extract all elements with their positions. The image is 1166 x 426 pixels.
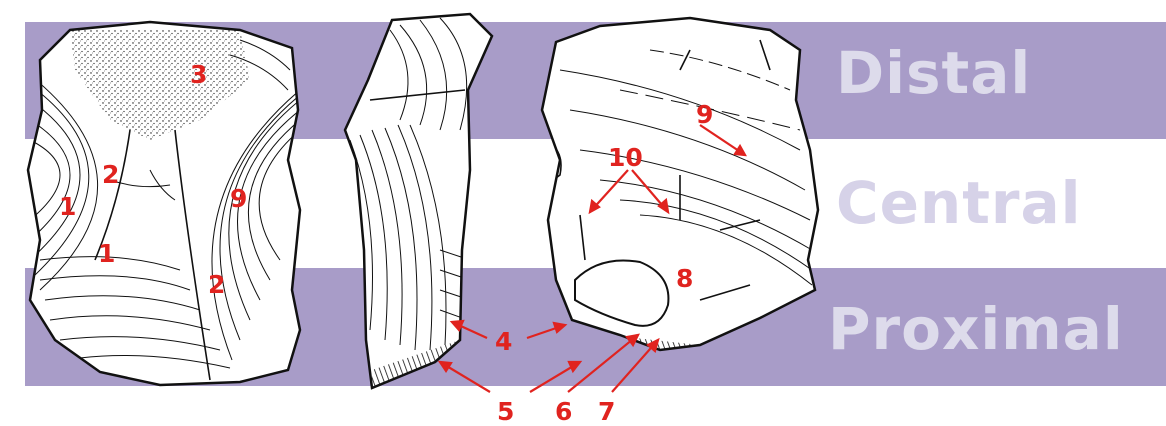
label-2-lower: 2 (208, 270, 225, 299)
label-9-left: 9 (230, 184, 247, 213)
label-8: 8 (676, 264, 693, 293)
zone-label-distal: Distal (836, 44, 1031, 102)
label-3: 3 (190, 60, 207, 89)
zone-label-proximal: Proximal (828, 300, 1124, 358)
label-7: 7 (598, 397, 615, 426)
label-10: 10 (608, 143, 643, 172)
label-6: 6 (555, 397, 572, 426)
lateral-view (345, 14, 492, 388)
zone-label-central: Central (836, 174, 1082, 232)
label-4: 4 (495, 327, 512, 356)
label-9-right: 9 (696, 100, 713, 129)
label-2-upper: 2 (102, 160, 119, 189)
ventral-view (542, 18, 818, 355)
label-1-upper: 1 (59, 192, 76, 221)
label-5: 5 (497, 397, 514, 426)
label-1-lower: 1 (98, 239, 115, 268)
